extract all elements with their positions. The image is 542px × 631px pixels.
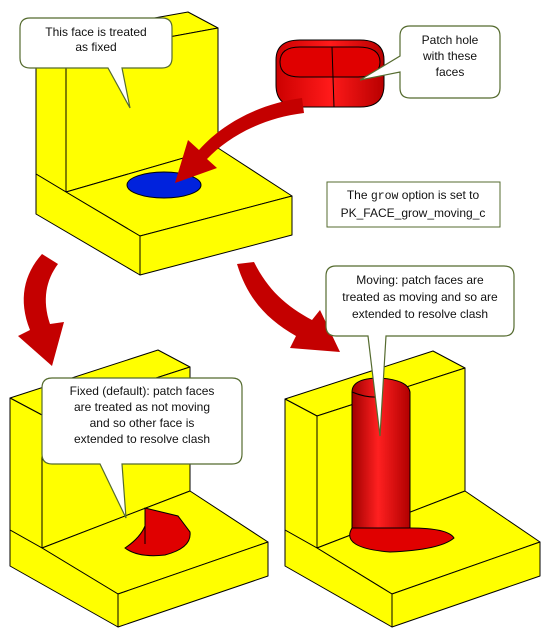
arrow-to-fixed [18,254,64,366]
info-box: The grow option is set to PK_FACE_grow_m… [326,181,501,228]
bottom-right-l-bracket [284,350,541,628]
callout-moving: Moving: patch faces are treated as movin… [325,265,515,437]
callout-moving-line2: treated as moving and so are [342,290,498,304]
callout-fixed-face-line2: as fixed [75,40,116,54]
callout-fixed-default: Fixed (default): patch faces are treated… [41,377,243,519]
callout-fixed-default-line1: Fixed (default): patch faces [70,384,215,398]
arrow-to-moving [237,262,340,352]
top-l-bracket [35,11,293,276]
callout-patch-hole-line3: faces [436,65,465,79]
arrow-to-hole [175,98,304,183]
patch-faces [275,39,385,108]
callout-patch-hole-line2: with these [422,49,477,63]
bottom-left-patch [124,507,191,557]
callout-moving-line1: Moving: patch faces are [356,273,484,287]
info-box-line2: PK_FACE_grow_moving_c [341,206,486,220]
callout-fixed-default-line2: are treated as not moving [74,400,210,414]
callout-fixed-default-line3: and so other face is [90,416,195,430]
callout-fixed-default-line4: extended to resolve clash [74,432,210,446]
info-box-line1: The grow option is set to [347,188,480,203]
callout-patch-hole-line1: Patch hole [422,33,479,47]
callout-patch-hole: Patch hole with these faces [359,25,501,99]
callout-moving-line3: extended to resolve clash [352,307,488,321]
callout-fixed-face: This face is treated as fixed [19,17,173,109]
callout-fixed-face-line1: This face is treated [45,25,146,39]
